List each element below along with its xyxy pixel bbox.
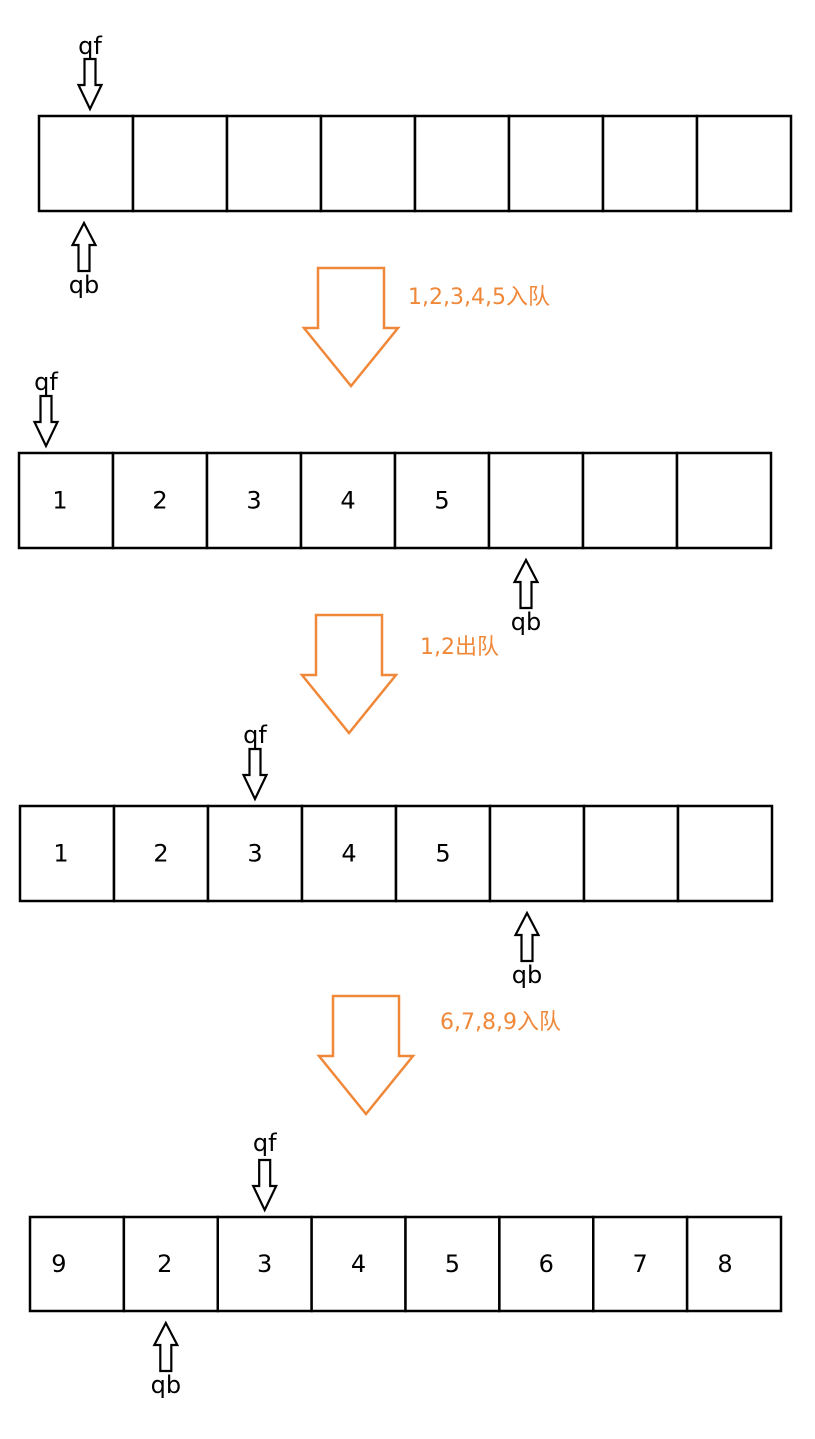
queue-cell	[487, 451, 585, 550]
qf-pointer: qf	[241, 721, 269, 802]
queue-cell	[319, 114, 417, 213]
transition-1: 1,2,3,4,5入队	[301, 266, 550, 388]
transition-3: 6,7,8,9入队	[316, 994, 561, 1116]
qf-arrow-icon	[32, 394, 60, 449]
queue-cell: 7	[592, 1215, 689, 1313]
qb-label: qb	[69, 271, 99, 299]
queue-cell: 6	[498, 1215, 595, 1313]
qb-pointer: qb	[511, 557, 541, 636]
qf-label: qf	[243, 721, 267, 749]
queue-cell: 4	[310, 1215, 407, 1313]
queue-cell: 3	[216, 1215, 313, 1313]
qf-label: qf	[34, 368, 58, 396]
qf-pointer: qf	[76, 32, 104, 112]
queue-cell	[413, 114, 511, 213]
cell-value: 9	[51, 1250, 66, 1278]
qb-arrow-icon	[152, 1320, 180, 1373]
transition-label: 6,7,8,9入队	[440, 1010, 561, 1035]
queue-cell: 1	[17, 451, 115, 550]
transition-arrow-icon	[299, 613, 399, 735]
qb-arrow-icon	[70, 220, 98, 273]
queue-cell: 5	[404, 1215, 501, 1313]
cell-value: 1	[52, 487, 67, 515]
cell-value: 3	[247, 840, 262, 868]
queue-cell	[601, 114, 699, 213]
queue-cell: 3	[206, 804, 304, 903]
qb-pointer: qb	[512, 910, 542, 989]
queue-cell	[675, 451, 773, 550]
qf-arrow-icon	[241, 747, 269, 802]
qb-arrow-icon	[513, 910, 541, 963]
cell-value: 2	[153, 840, 168, 868]
cell-value: 4	[351, 1250, 366, 1278]
queue-cell	[676, 804, 774, 903]
queue-cell: 5	[393, 451, 491, 550]
cell-value: 3	[257, 1250, 272, 1278]
qf-pointer: qf	[32, 368, 60, 449]
cell-value: 8	[717, 1250, 732, 1278]
cell-value: 5	[435, 840, 450, 868]
transition-label: 1,2,3,4,5入队	[408, 285, 550, 310]
cell-value: 5	[445, 1250, 460, 1278]
queue-cell: 1	[18, 804, 116, 903]
queue-cell	[225, 114, 323, 213]
qf-label: qf	[78, 32, 102, 60]
cell-value: 6	[539, 1250, 554, 1278]
transition-label: 1,2出队	[420, 635, 499, 660]
queue-cell: 2	[111, 451, 209, 550]
queue-cell: 2	[112, 804, 210, 903]
qf-arrow-icon	[76, 57, 104, 112]
queue-cell	[581, 451, 679, 550]
transition-2: 1,2出队	[299, 613, 499, 735]
qf-label: qf	[253, 1129, 277, 1157]
queue-cell	[507, 114, 605, 213]
qb-label: qb	[511, 608, 541, 636]
qf-arrow-icon	[251, 1158, 278, 1213]
qb-pointer: qb	[151, 1320, 181, 1399]
cell-value: 4	[340, 487, 355, 515]
cell-value: 5	[434, 487, 449, 515]
transition-arrow-icon	[316, 994, 416, 1116]
cell-value: 4	[341, 840, 356, 868]
cell-value: 2	[152, 487, 167, 515]
cell-value: 7	[633, 1250, 648, 1278]
queue-cell	[37, 114, 135, 213]
queue-cell: 4	[299, 451, 397, 550]
qb-arrow-icon	[512, 557, 540, 610]
queue-cell: 5	[394, 804, 492, 903]
qf-pointer: qf	[251, 1129, 278, 1213]
queue-state-4: 9 2 3 4 5 6 7 8 qf qb	[28, 1129, 783, 1399]
transition-arrow-icon	[301, 266, 401, 388]
queue-state-2: 1 2 3 4 5 qf qb	[17, 368, 773, 636]
queue-cell: 4	[300, 804, 398, 903]
queue-cell: 8	[685, 1215, 783, 1313]
cell-value: 1	[53, 840, 68, 868]
qb-label: qb	[151, 1371, 181, 1399]
qb-label: qb	[512, 961, 542, 989]
queue-cell	[488, 804, 586, 903]
queue-cell	[695, 114, 793, 213]
queue-state-1: qf qb	[37, 32, 793, 299]
queue-state-3: 1 2 3 4 5 qf qb	[18, 721, 774, 989]
queue-cell: 3	[205, 451, 303, 550]
queue-cell: 9	[28, 1215, 126, 1313]
qb-pointer: qb	[69, 220, 99, 299]
cell-value: 2	[157, 1250, 172, 1278]
queue-cell	[582, 804, 680, 903]
cell-value: 3	[246, 487, 261, 515]
queue-cell: 2	[122, 1215, 219, 1313]
queue-cell	[131, 114, 229, 213]
